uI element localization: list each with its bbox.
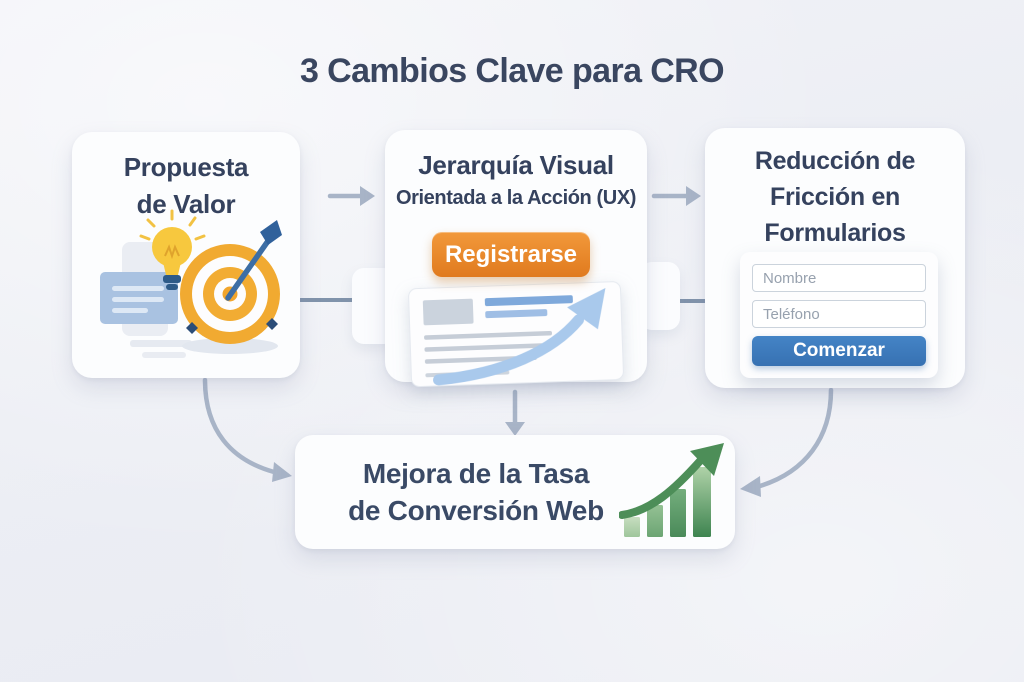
heading-line: Propuesta — [123, 152, 249, 182]
heading-line: Fricción en — [769, 183, 901, 211]
bar-chart-growth-icon — [619, 443, 724, 537]
heading-line: de Valor — [136, 189, 236, 219]
card-value-proposition: Propuesta de Valor — [72, 132, 300, 378]
heading-line: Mejora de la Tasa — [362, 458, 590, 489]
note-card-icon — [100, 272, 178, 324]
card-visual-hierarchy-heading: Jerarquía Visual Orientada a la Acción (… — [385, 130, 647, 213]
name-input[interactable] — [752, 264, 926, 292]
lead-form-panel: Comenzar — [740, 252, 938, 378]
card-form-friction: Reducción de Fricción en Formularios Com… — [705, 128, 965, 388]
heading-line: Jerarquía Visual — [418, 150, 614, 180]
value-proposition-illustration — [100, 209, 282, 358]
heading-line: Orientada a la Acción (UX) — [395, 187, 637, 209]
registrarse-button[interactable]: Registrarse — [432, 232, 590, 277]
arrow-card2-to-card3 — [651, 186, 701, 206]
card-form-friction-heading: Reducción de Fricción en Formularios — [705, 128, 965, 251]
heading-line: Formularios — [764, 219, 906, 247]
arrow-card2-to-result — [505, 389, 525, 436]
comenzar-button[interactable]: Comenzar — [752, 336, 926, 366]
heading-line: de Conversión Web — [348, 495, 604, 526]
card-value-proposition-heading: Propuesta de Valor — [72, 132, 300, 223]
target-dart-icon — [180, 220, 282, 354]
heading-line: Reducción de — [754, 147, 916, 175]
curved-arrow-card3-to-result — [740, 387, 834, 497]
lightbulb-icon — [139, 209, 206, 290]
curved-arrow-card1-to-result — [202, 377, 292, 482]
page-title: 3 Cambios Clave para CRO — [300, 52, 725, 90]
card-result: Mejora de la Tasa de Conversión Web — [295, 435, 735, 549]
wireframe-document-icon — [408, 281, 624, 388]
result-heading: Mejora de la Tasa de Conversión Web — [337, 455, 615, 529]
arrow-card1-to-card2 — [327, 186, 375, 206]
card-visual-hierarchy: Jerarquía Visual Orientada a la Acción (… — [385, 130, 647, 388]
phone-input[interactable] — [752, 300, 926, 328]
growth-arrow-icon — [433, 287, 606, 386]
